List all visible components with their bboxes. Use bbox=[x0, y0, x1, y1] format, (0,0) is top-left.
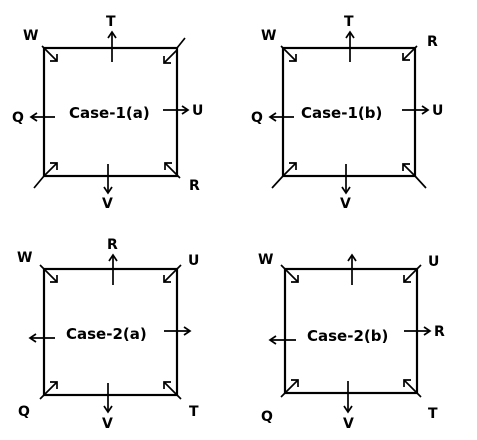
arrow-top-left-inward bbox=[41, 45, 58, 62]
case-caption: Case-1(b) bbox=[301, 104, 382, 122]
panel-case-2b: Case-2(b) W U R Q V T bbox=[258, 252, 445, 432]
panel-case-1b: Case-1(b) W T R Q U V bbox=[251, 14, 443, 212]
label-top-right: R bbox=[427, 34, 438, 50]
arrow-right-outward bbox=[402, 105, 430, 115]
label-left: Q bbox=[12, 110, 24, 126]
arrow-right-outward bbox=[164, 326, 192, 336]
corner-extension-bottom-left bbox=[271, 175, 284, 189]
label-top: T bbox=[106, 14, 116, 30]
corner-extension-bottom-left bbox=[33, 175, 45, 189]
arrow-left-outward bbox=[29, 112, 55, 122]
arrow-bottom-outward bbox=[103, 164, 113, 195]
label-right: U bbox=[192, 103, 203, 119]
label-top-left: W bbox=[261, 28, 276, 44]
arrow-right-outward bbox=[163, 105, 190, 115]
arrow-bottom-left-inward bbox=[280, 379, 299, 398]
panel-case-2a: Case-2(a) W R U Q V T bbox=[17, 237, 199, 432]
arrow-bottom-left-inward bbox=[39, 381, 58, 400]
label-top-right: U bbox=[428, 254, 439, 270]
label-left: Q bbox=[251, 110, 263, 126]
table-square bbox=[42, 267, 179, 397]
arrow-top-left-inward bbox=[280, 264, 299, 283]
label-top-left: W bbox=[258, 252, 273, 268]
label-right: R bbox=[434, 324, 445, 340]
table-square bbox=[281, 46, 417, 178]
arrow-left-outward bbox=[28, 333, 55, 343]
label-bottom-left: Q bbox=[261, 409, 273, 425]
arrow-right-outward bbox=[404, 326, 432, 336]
label-bottom-right: R bbox=[189, 178, 200, 194]
arrow-bottom-right-inward bbox=[164, 162, 181, 179]
label-right: U bbox=[432, 103, 443, 119]
arrow-bottom-right-inward bbox=[402, 163, 416, 177]
label-top: R bbox=[107, 237, 118, 253]
arrow-top-left-inward bbox=[280, 45, 297, 62]
arrow-bottom-left-inward bbox=[43, 162, 58, 177]
label-bottom: V bbox=[102, 196, 113, 212]
arrow-bottom-right-inward bbox=[163, 381, 182, 400]
arrow-top-outward bbox=[345, 30, 355, 62]
arrow-top-outward bbox=[107, 30, 117, 62]
arrow-top-right-inward bbox=[403, 264, 422, 283]
label-bottom-left: Q bbox=[18, 404, 30, 420]
label-bottom: V bbox=[102, 416, 113, 432]
arrow-top-right-inward bbox=[163, 264, 182, 283]
arrow-bottom-right-inward bbox=[403, 379, 422, 398]
label-bottom: V bbox=[343, 416, 354, 432]
label-bottom: V bbox=[340, 196, 351, 212]
arrow-top-outward bbox=[347, 253, 357, 285]
case-caption: Case-2(a) bbox=[66, 325, 147, 343]
arrow-bottom-outward bbox=[343, 381, 353, 414]
label-bottom-right: T bbox=[189, 404, 199, 420]
label-top-right: U bbox=[188, 253, 199, 269]
label-top: T bbox=[344, 14, 354, 30]
arrow-left-outward bbox=[268, 335, 296, 345]
label-bottom-right: T bbox=[428, 406, 438, 422]
corner-extension-bottom-right bbox=[414, 175, 427, 189]
arrow-left-outward bbox=[268, 112, 294, 122]
arrow-top-left-inward bbox=[39, 264, 58, 283]
arrow-bottom-left-inward bbox=[282, 162, 297, 177]
arrow-top-right-inward bbox=[402, 45, 418, 61]
arrow-bottom-outward bbox=[341, 164, 351, 195]
arrow-top-outward bbox=[108, 253, 118, 285]
arrow-top-right-inward bbox=[163, 49, 178, 64]
label-top-left: W bbox=[17, 250, 32, 266]
arrow-bottom-outward bbox=[103, 383, 113, 414]
panel-case-1a: Case-1(a) W T Q U V R bbox=[12, 14, 203, 212]
table-square bbox=[42, 46, 179, 178]
case-caption: Case-2(b) bbox=[307, 327, 388, 345]
case-caption: Case-1(a) bbox=[69, 104, 150, 122]
corner-extension-top-right bbox=[176, 37, 186, 49]
label-top-left: W bbox=[23, 28, 38, 44]
